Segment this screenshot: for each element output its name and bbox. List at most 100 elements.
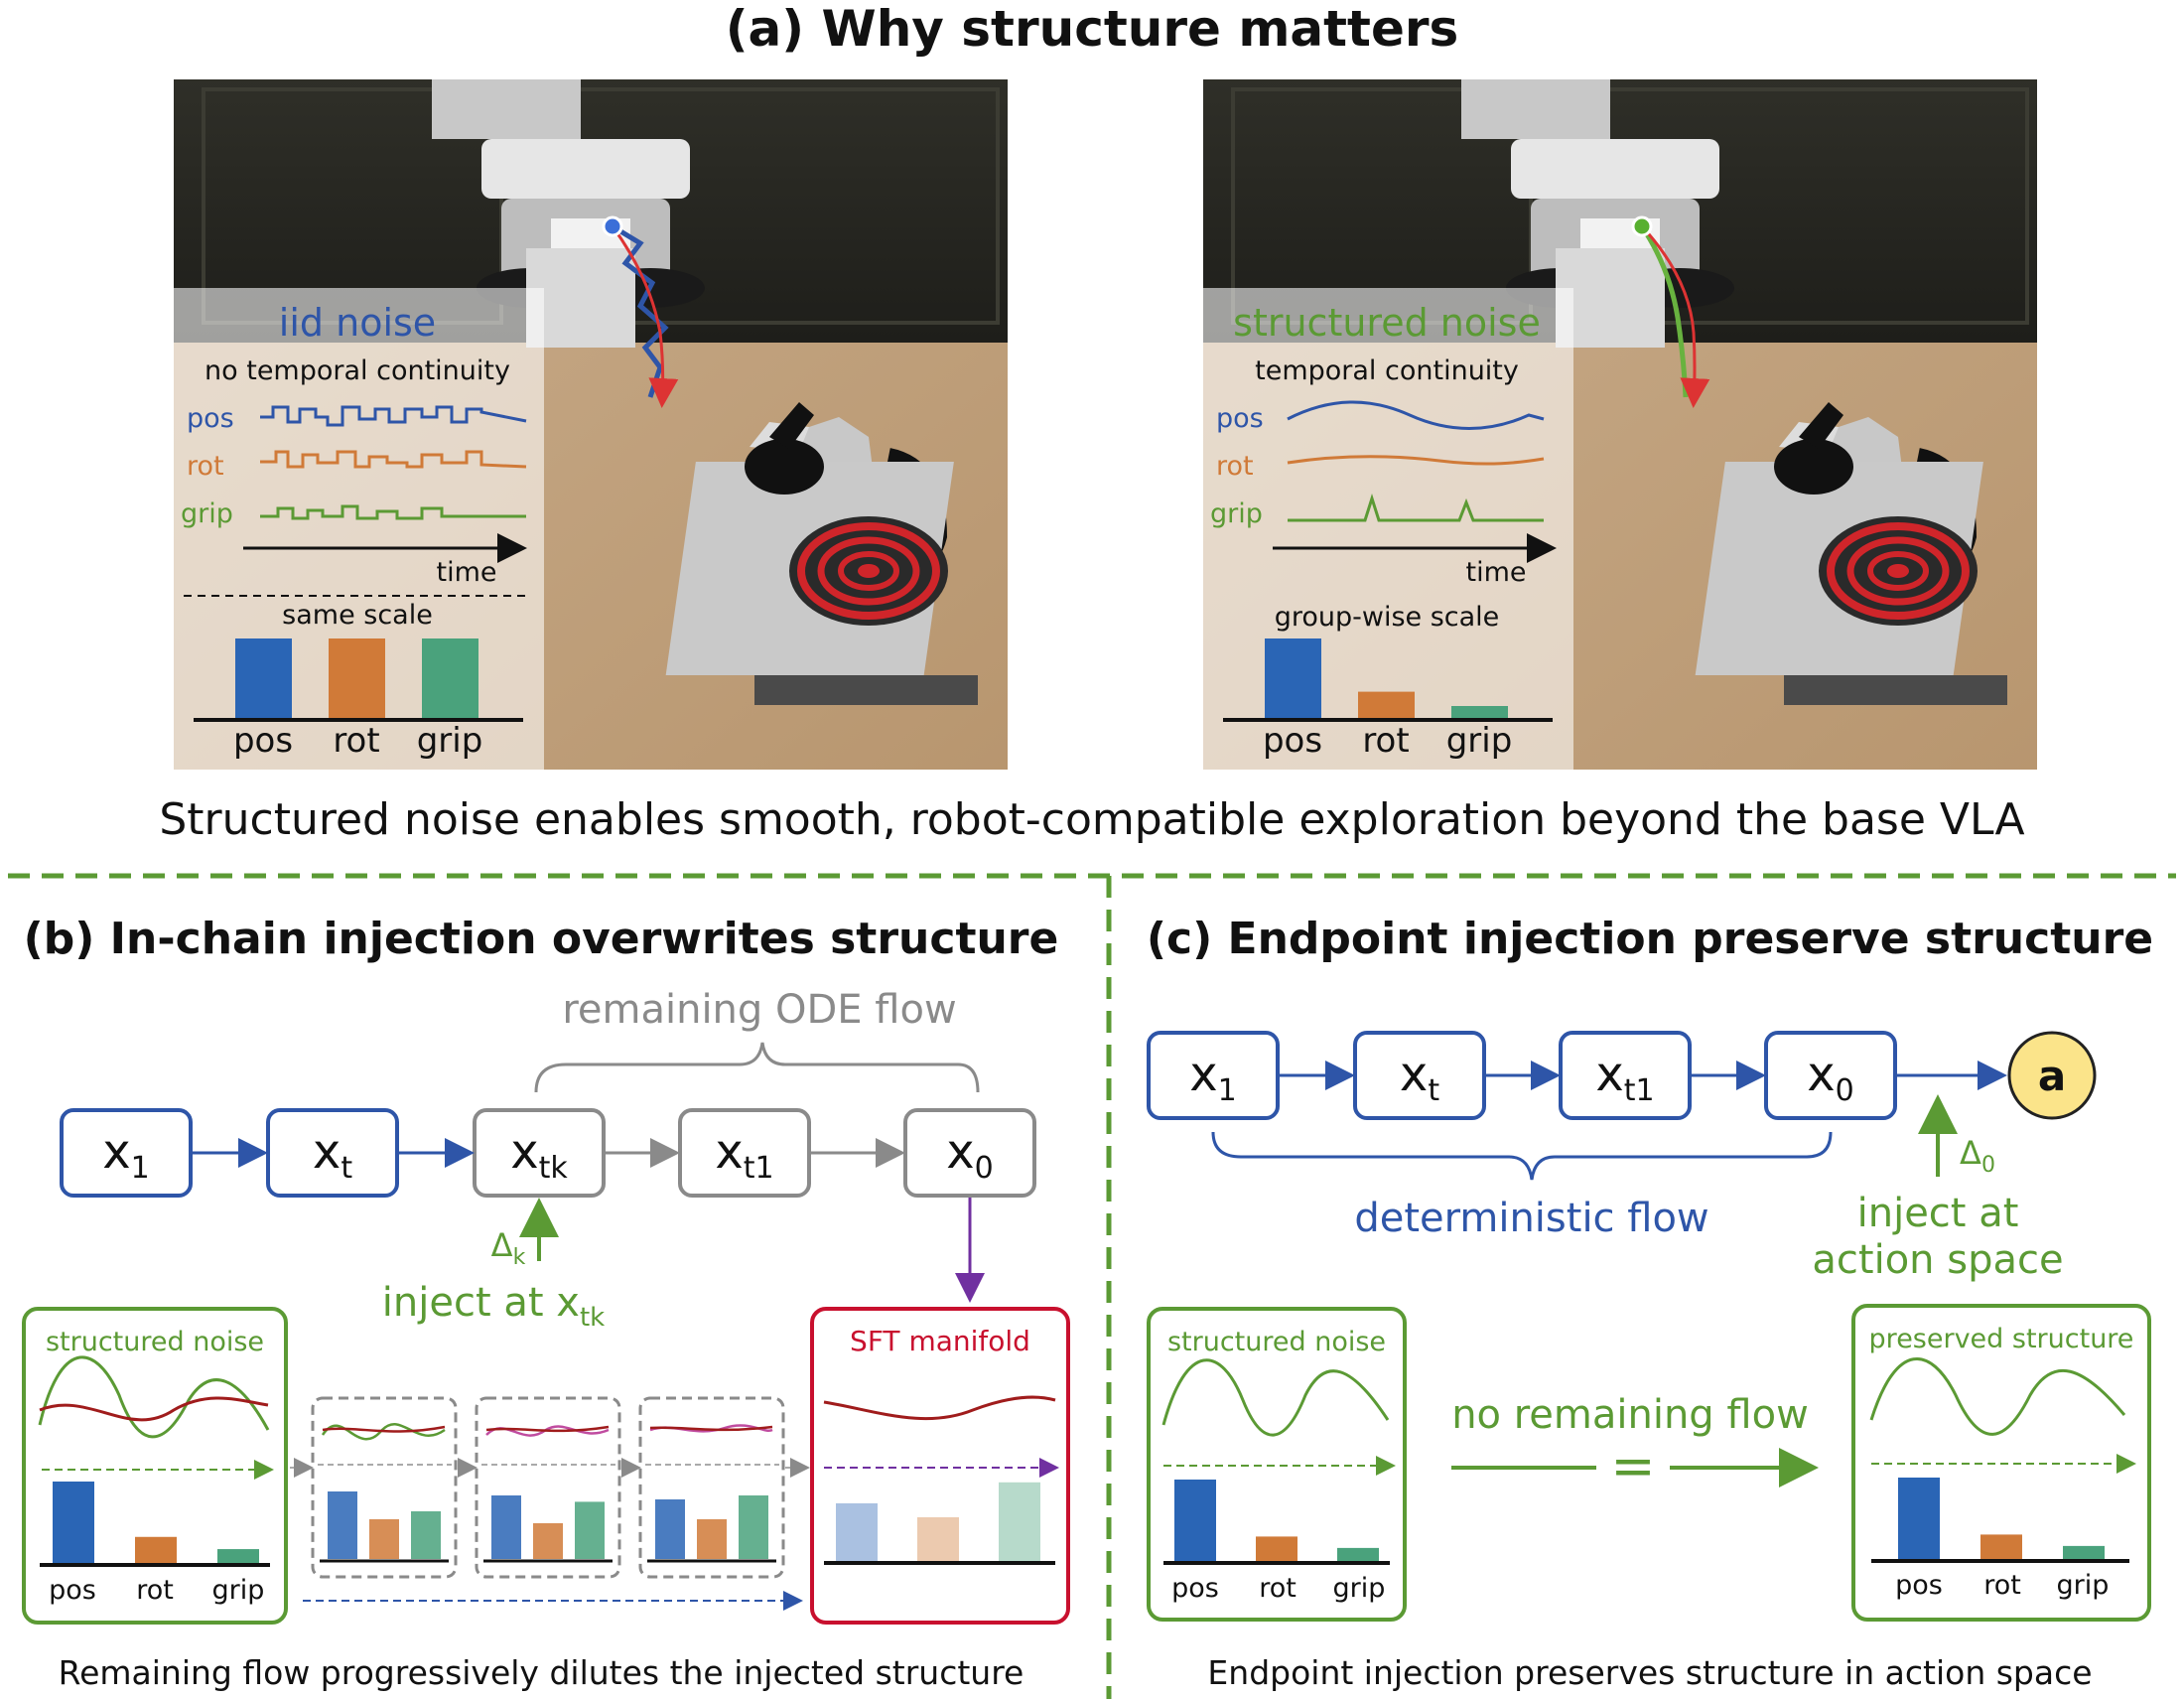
panel-b-title: (b) In-chain injection overwrites struct… xyxy=(24,914,1059,964)
svg-text:x1: x1 xyxy=(102,1124,150,1186)
intermediate-step-3 xyxy=(638,1396,785,1579)
structured-bar-label-pos: pos xyxy=(1263,721,1322,761)
iid-bar-label-pos: pos xyxy=(233,721,293,761)
c-structured-bar-pos xyxy=(1174,1480,1216,1561)
inject-label-c1: inject at xyxy=(1857,1191,2019,1236)
structured-bar-label-grip: grip xyxy=(1446,721,1513,761)
bars-c-structured xyxy=(1174,1480,1379,1561)
panel-b: (b) In-chain injection overwrites struct… xyxy=(22,914,1070,1692)
node-x1: x1 xyxy=(60,1108,193,1198)
preserved-structure-box: preserved structure pos rot grip xyxy=(1851,1304,2151,1622)
delta-0: Δ0 xyxy=(1960,1134,1995,1178)
iid-bar-grip xyxy=(422,638,478,718)
structured-scale-label: group-wise scale xyxy=(1275,602,1500,633)
structured-noise-label-b: structured noise xyxy=(46,1327,264,1357)
bars-manifold xyxy=(836,1482,1040,1561)
b-step2-bar-grip xyxy=(575,1501,605,1559)
robot-scene-left xyxy=(174,79,1008,770)
bar-label-pos-b: pos xyxy=(49,1575,96,1606)
remaining-flow-label: remaining ODE flow xyxy=(562,987,956,1033)
b-step1-bar-rot xyxy=(369,1519,399,1559)
node-c-xt1: xt1 xyxy=(1559,1031,1692,1120)
equals-sign: = xyxy=(1610,1435,1655,1497)
bars-c-preserved xyxy=(1898,1478,2105,1559)
svg-text:xtk: xtk xyxy=(510,1124,568,1186)
panel-a-caption: Structured noise enables smooth, robot-c… xyxy=(159,794,2024,845)
structured-bar-rot xyxy=(1358,691,1415,718)
remaining-flow-brace xyxy=(534,1042,980,1093)
structured-time-label: time xyxy=(1465,557,1526,588)
node-xtk: xtk xyxy=(473,1108,606,1198)
structured-bar-label-rot: rot xyxy=(1362,721,1409,761)
iid-time-label: time xyxy=(436,557,496,588)
iid-rot-signal xyxy=(260,450,527,469)
node-c-xt: xt xyxy=(1353,1031,1486,1120)
bar-label-rot-c1: rot xyxy=(1259,1573,1297,1604)
b-step2-bar-pos xyxy=(491,1495,521,1559)
no-remaining-flow-label: no remaining flow xyxy=(1451,1392,1809,1438)
delta-k: Δk xyxy=(491,1226,526,1270)
intermediate-step-1 xyxy=(311,1396,458,1579)
intermediate-step-2 xyxy=(475,1396,621,1579)
iid-bar-label-grip: grip xyxy=(417,721,483,761)
panel-b-caption: Remaining flow progressively dilutes the… xyxy=(59,1653,1024,1692)
iid-noise-overlay: iid noise no temporal continuity pos rot… xyxy=(181,301,527,761)
node-c-x0: x0 xyxy=(1764,1031,1897,1120)
b-step1-bar-pos xyxy=(328,1491,357,1559)
start-point-left xyxy=(602,215,623,237)
bar-label-rot-c2: rot xyxy=(1983,1570,2021,1601)
iid-row-pos: pos xyxy=(187,403,234,434)
panel-c: (c) Endpoint injection preserve structur… xyxy=(1147,914,2153,1692)
svg-text:x0: x0 xyxy=(946,1124,994,1186)
structured-subheading: temporal continuity xyxy=(1255,355,1519,386)
preserved-structure-label: preserved structure xyxy=(1869,1324,2134,1354)
bars-b-structured xyxy=(53,1482,259,1563)
action-node: a xyxy=(2007,1031,2097,1120)
svg-text:xt: xt xyxy=(1400,1047,1439,1108)
structured-row-rot: rot xyxy=(1216,451,1254,482)
node-x0: x0 xyxy=(903,1108,1036,1198)
bar-label-grip-c2: grip xyxy=(2057,1570,2110,1601)
base-wave-b xyxy=(39,1396,269,1422)
c-structured-bar-rot xyxy=(1256,1536,1297,1561)
b-structured-bar-rot xyxy=(135,1536,177,1563)
svg-text:x0: x0 xyxy=(1807,1047,1854,1108)
structured-grip-signal xyxy=(1288,494,1544,522)
iid-bar-pos xyxy=(235,638,292,718)
structured-pos-signal xyxy=(1287,400,1545,430)
b-structured-bar-grip xyxy=(217,1549,259,1563)
iid-bar-label-rot: rot xyxy=(333,721,379,761)
c-preserved-bar-rot xyxy=(1980,1534,2022,1559)
sft-manifold-box: SFT manifold xyxy=(810,1307,1070,1625)
structured-row-pos: pos xyxy=(1216,403,1264,434)
structured-noise-heading: structured noise xyxy=(1233,301,1541,345)
b-manifold-bar-grip xyxy=(999,1482,1040,1561)
bar-label-grip-c1: grip xyxy=(1333,1573,1386,1604)
panel-c-caption: Endpoint injection preserves structure i… xyxy=(1207,1653,2092,1692)
iid-pos-signal xyxy=(260,405,527,427)
deterministic-brace xyxy=(1211,1131,1833,1181)
structured-wave-b xyxy=(38,1355,270,1439)
structured-bar-grip xyxy=(1451,706,1508,718)
bar-label-pos-c2: pos xyxy=(1895,1570,1943,1601)
node-xt: xt xyxy=(266,1108,399,1198)
reference-trajectory-left xyxy=(611,225,679,408)
manifold-wave xyxy=(823,1395,1056,1421)
bar-label-rot-b: rot xyxy=(136,1575,174,1606)
b-structured-bar-pos xyxy=(53,1482,94,1563)
svg-text:xt1: xt1 xyxy=(1595,1047,1654,1108)
bar-label-pos-c1: pos xyxy=(1171,1573,1219,1604)
node-xt1: xt1 xyxy=(678,1108,811,1198)
inject-label-b: inject at xtk xyxy=(382,1280,605,1333)
b-step3-bar-grip xyxy=(739,1495,768,1559)
structured-row-grip: grip xyxy=(1210,498,1263,529)
svg-text:a: a xyxy=(2038,1052,2066,1100)
reference-trajectory-right xyxy=(1640,224,1710,408)
svg-text:xt1: xt1 xyxy=(715,1124,773,1186)
preserved-wave xyxy=(1869,1357,2126,1436)
iid-row-rot: rot xyxy=(187,451,224,482)
panel-a: (a) Why structure matters iid noise no t… xyxy=(159,0,2037,845)
svg-text:x1: x1 xyxy=(1189,1047,1237,1108)
